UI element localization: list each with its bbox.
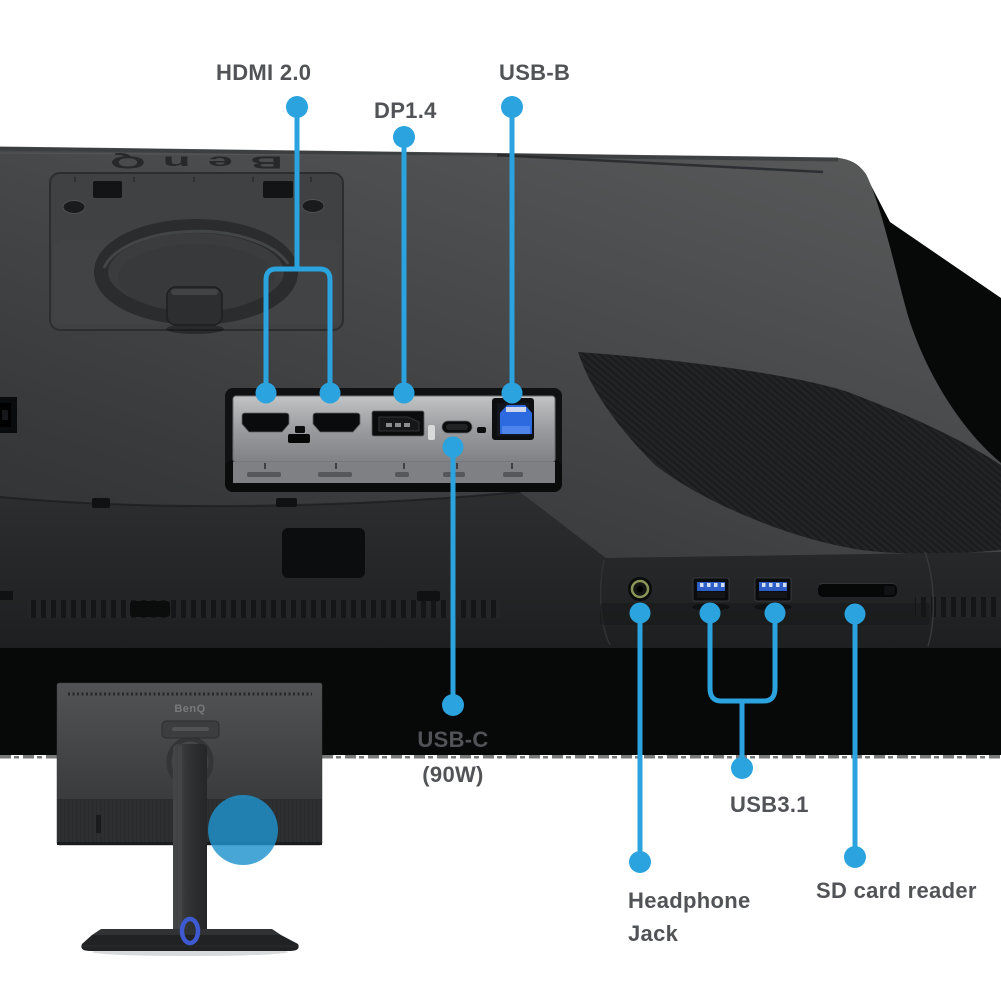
chin-right-edge [924,551,935,647]
highlight-circle [208,795,278,865]
callout-dot [501,96,523,118]
chin-recess [282,528,365,578]
usb-a-port-1 [692,577,730,611]
label-headphone-line2: Jack [628,921,679,946]
label-headphone-line1: Headphone [628,888,751,913]
callout-dot [731,757,753,779]
callout-dot [442,436,464,458]
callout-dot [442,694,464,716]
callout-bracket-hdmi [263,266,333,395]
monitor-back: BenQ [0,146,1001,759]
label-headphone: Headphone Jack [628,884,751,950]
label-usb-b: USB-B [499,60,571,85]
cable-management-ring [179,916,201,946]
service-slot [477,427,486,433]
callout-lines [263,107,858,862]
vesa-slot [93,181,122,198]
power-socket [0,397,17,433]
label-hdmi: HDMI 2.0 [216,60,312,85]
vesa-recess [49,172,344,334]
callout-dot [699,602,721,624]
port-label-strip [233,462,555,483]
sd-card-slot [818,583,897,597]
stand-release-latch [166,286,223,326]
chin-notch [0,591,13,600]
label-sd-card-reader: SD card reader [816,878,977,903]
top-edge-highlight [0,152,498,157]
label-usb31: USB3.1 [730,792,809,817]
embossed-port-labels [247,463,523,477]
small-monitor-logo: BenQ [174,703,205,715]
rear-cover-seam [496,153,824,174]
callout-dot [844,846,866,868]
callout-dot [393,126,415,148]
screw-hole [301,199,325,213]
label-usb-c-line1: USB-C [417,727,489,752]
vent-slot [130,601,170,617]
label-dp: DP1.4 [374,98,437,123]
usb-b-port [492,398,534,440]
callout-dot [255,382,277,404]
callout-dot [393,382,415,404]
lock-slot [288,434,310,443]
hdmi-port-1 [241,412,290,433]
screw-hole [62,200,86,214]
callout-dot [286,96,308,118]
panel-side-port [96,815,101,833]
service-slot [295,426,305,433]
chin-notch [417,591,440,601]
top-edge [0,146,839,162]
benq-logo-back: BenQ [93,152,283,171]
usb-c-port [441,420,473,434]
label-usb-c: USB-C (90W) [403,722,503,792]
port-recess [225,388,562,492]
vent-slats-right [915,597,1001,617]
vent-slats-left [28,600,500,618]
displayport-port [371,410,425,437]
plate-marker [428,425,435,440]
callout-dot [764,602,786,624]
callout-dot [844,603,866,625]
chin-notch [92,498,110,508]
callout-dot [501,382,523,404]
label-usb-c-line2: (90W) [422,762,484,787]
hdmi-port-2 [312,412,361,433]
callout-dot [629,851,651,873]
vesa-slot [263,181,293,198]
headphone-jack-port [628,577,652,601]
image-cut-edge [0,755,1001,759]
callout-dots [255,96,866,873]
callout-dot [319,382,341,404]
stand-base-top [92,929,281,935]
chin-notch [276,498,297,507]
small-monitor: BenQ [56,682,323,956]
speaker-mesh [578,352,1001,554]
callout-dot [629,602,651,624]
